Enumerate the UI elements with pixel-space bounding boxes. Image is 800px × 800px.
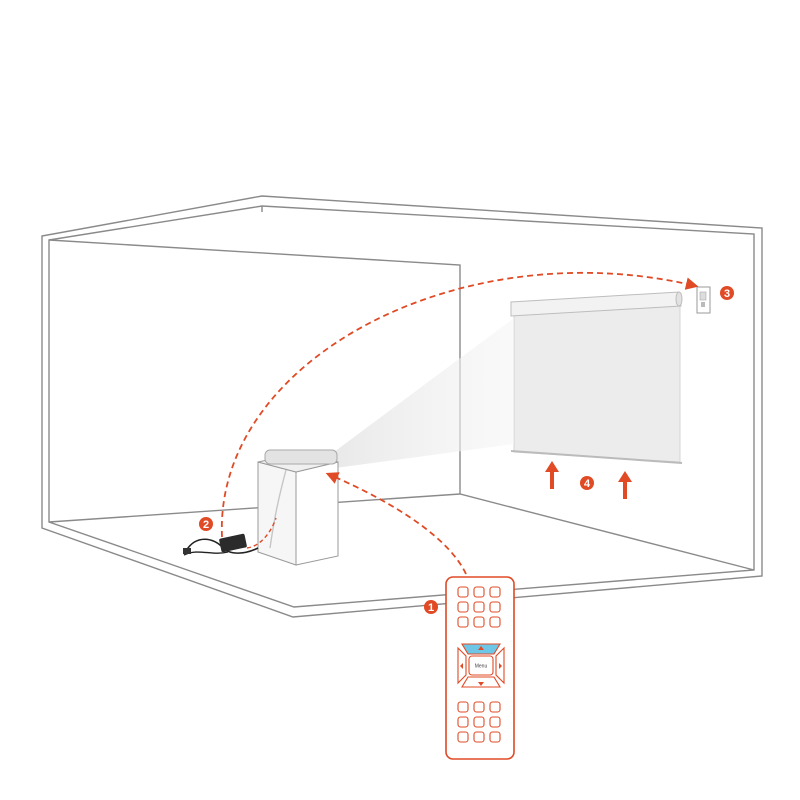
projector: [264, 449, 338, 465]
menu-button: [468, 655, 494, 676]
signal-path-arc: [221, 272, 699, 538]
menu-button-label: Menu: [475, 664, 488, 670]
remote-control: Menu: [445, 576, 515, 760]
wall-receiver: [696, 286, 711, 314]
remote-signal-path: [325, 472, 467, 575]
svg-text:4: 4: [584, 478, 591, 490]
projector-cabinet: [257, 449, 339, 566]
power-cable-path: [246, 517, 277, 549]
step-badge-4: 4: [580, 476, 594, 490]
step-badge-2: 2: [199, 517, 213, 531]
dpad-arrow-icons: [460, 646, 502, 686]
projector-light-beam: [330, 318, 514, 468]
up-arrow-icon: [618, 471, 632, 499]
svg-text:3: 3: [724, 288, 730, 300]
screen-raise-arrows: [545, 461, 632, 499]
svg-text:2: 2: [203, 519, 209, 531]
power-adapter: [183, 533, 259, 556]
up-arrow-icon: [545, 461, 559, 489]
remote-top-buttons: [457, 586, 501, 628]
step-badge-1: 1: [424, 600, 438, 614]
step-badge-3: 3: [720, 286, 734, 300]
room-outline: [41, 195, 763, 618]
remote-bottom-buttons: [457, 701, 501, 743]
projection-screen: [510, 291, 683, 464]
svg-text:1: 1: [428, 602, 434, 614]
